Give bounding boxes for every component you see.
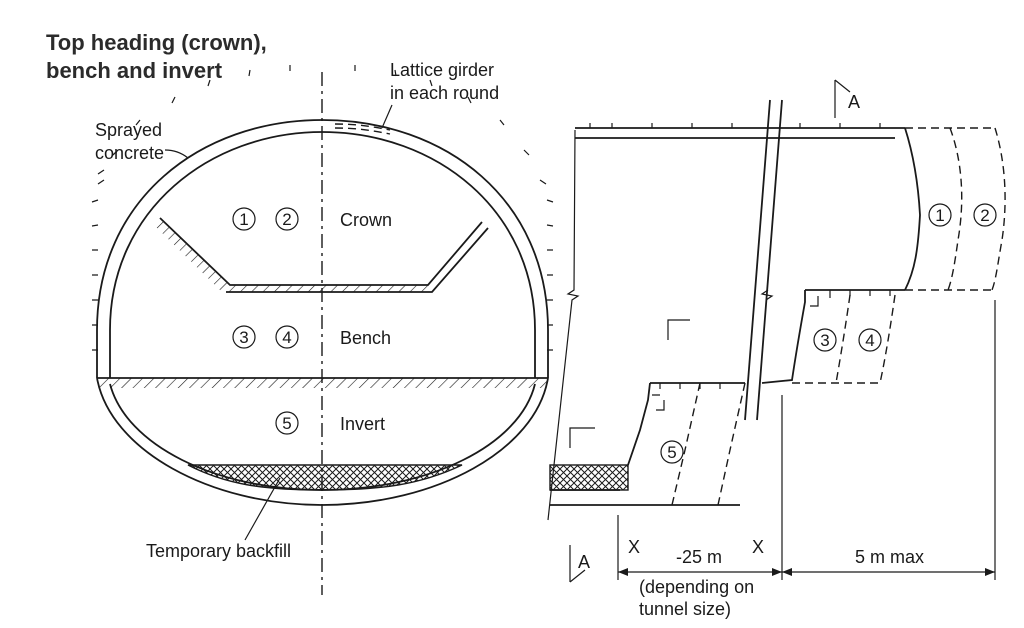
dim-right-value: 5 m max (855, 547, 924, 567)
dim-left-value: -25 m (676, 547, 722, 567)
title-line-1: Top heading (crown), (46, 30, 267, 55)
bench-stage: 3 4 Bench (232, 325, 391, 349)
invert-face (627, 382, 651, 466)
longitudinal-section: 1 2 3 4 5 A A X X -25 m (depending on tu… (547, 79, 1006, 619)
stage-number: 1 (239, 210, 248, 229)
stage-number: 5 (282, 414, 291, 433)
cross-section: 1 2 Crown 3 4 Bench 5 Invert Sprayed con… (91, 60, 554, 595)
stage-number: 4 (282, 328, 291, 347)
dim-x-right: X (752, 537, 764, 557)
backfill-leader (244, 477, 281, 541)
title-line-2: bench and invert (46, 58, 223, 83)
sprayed-concrete-label-2: concrete (95, 143, 164, 163)
crown-stage: 1 2 Crown (232, 207, 392, 231)
sprayed-concrete-leader (164, 149, 189, 159)
lattice-girder-label-2: in each round (390, 83, 499, 103)
backfill-block (549, 464, 629, 491)
section-marker-bottom (569, 545, 586, 583)
crown-label: Crown (340, 210, 392, 230)
lattice-girder-label-1: Lattice girder (390, 60, 494, 80)
outer-spikes (91, 65, 554, 351)
stage-number: 2 (282, 210, 291, 229)
section-marker-a-bottom: A (578, 552, 590, 572)
stage-number: 5 (667, 443, 676, 462)
section-marker-a-top: A (848, 92, 860, 112)
bench-label: Bench (340, 328, 391, 348)
dim-x-left: X (628, 537, 640, 557)
invert-label: Invert (340, 414, 385, 434)
stage-number: 3 (239, 328, 248, 347)
section-marker-top (834, 79, 851, 118)
sprayed-concrete-label-1: Sprayed (95, 120, 162, 140)
temporary-backfill (187, 464, 463, 491)
temporary-backfill-label: Temporary backfill (146, 541, 291, 561)
lattice-girder-arc (334, 123, 391, 131)
stage-number: 3 (820, 331, 829, 350)
invert-stage: 5 Invert (275, 411, 385, 435)
stage-number: 1 (935, 206, 944, 225)
bench-hatch (97, 378, 548, 388)
stage-number: 4 (865, 331, 874, 350)
dim-left-note-2: tunnel size) (639, 599, 731, 619)
dim-left-note-1: (depending on (639, 577, 754, 597)
crown-face (904, 127, 921, 291)
bench-face (761, 290, 806, 384)
stage-number: 2 (980, 206, 989, 225)
lattice-girder-leader (381, 104, 393, 129)
